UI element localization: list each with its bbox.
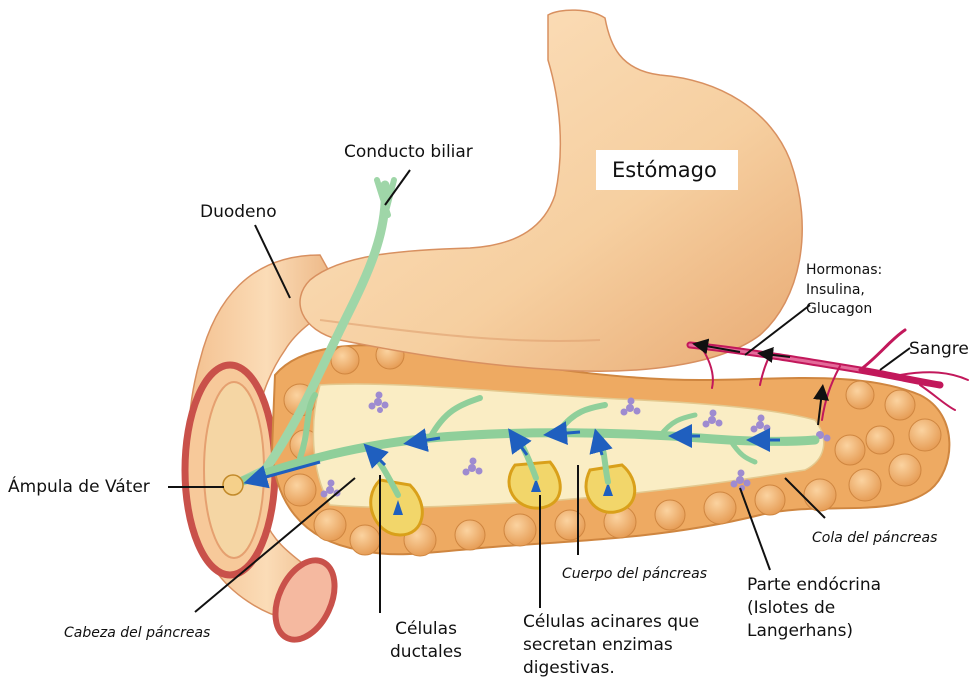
label-acinares-line2: secretan enzimas: [523, 634, 699, 657]
label-ductales-line2: ductales: [390, 641, 462, 664]
label-hormonas-line3: Glucagon: [806, 300, 882, 320]
label-cuerpo: Cuerpo del páncreas: [562, 565, 707, 584]
label-endocrina: Parte endócrina (Islotes de Langerhans): [747, 574, 881, 643]
label-hormonas: Hormonas: Insulina, Glucagon: [806, 261, 882, 320]
label-endocrina-line2: (Islotes de: [747, 597, 881, 620]
label-endocrina-line1: Parte endócrina: [747, 574, 881, 597]
label-cola: Cola del páncreas: [812, 529, 937, 548]
label-ampula: Ámpula de Váter: [8, 476, 150, 499]
label-conducto-biliar: Conducto biliar: [344, 141, 473, 164]
label-acinares-line1: Células acinares que: [523, 611, 699, 634]
label-estomago: Estómago: [612, 156, 717, 184]
label-cabeza: Cabeza del páncreas: [64, 624, 210, 643]
ampula-shape: [223, 475, 243, 495]
label-ductales-line1: Células: [390, 618, 462, 641]
label-acinares: Células acinares que secretan enzimas di…: [523, 611, 699, 680]
label-hormonas-line1: Hormonas:: [806, 261, 882, 281]
label-acinares-line3: digestivas.: [523, 657, 699, 680]
label-duodeno: Duodeno: [200, 201, 277, 224]
label-ductales: Células ductales: [390, 618, 462, 664]
label-sangre: Sangre: [909, 338, 969, 361]
label-endocrina-line3: Langerhans): [747, 620, 881, 643]
stomach-shape: [300, 10, 802, 371]
label-hormonas-line2: Insulina,: [806, 281, 882, 301]
